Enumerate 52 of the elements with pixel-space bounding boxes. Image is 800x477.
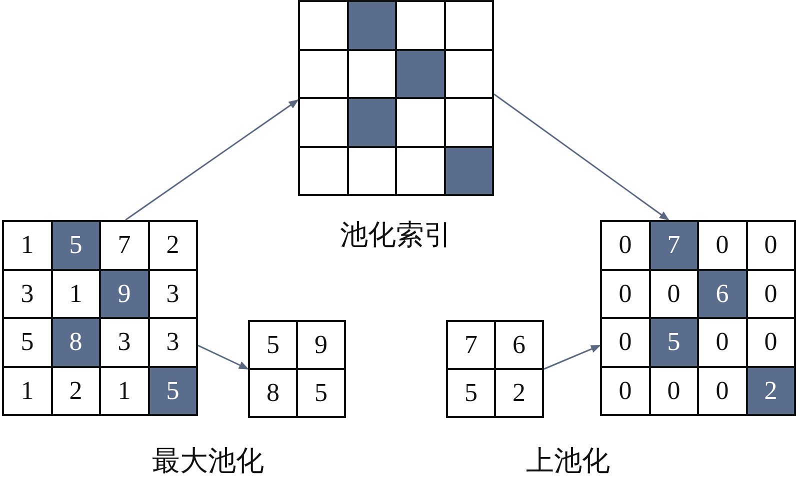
grid-cell: 8 xyxy=(250,370,296,416)
grid-cell: 5 xyxy=(650,319,697,366)
grid-cell: 7 xyxy=(448,322,494,368)
grid-cell: 0 xyxy=(602,319,648,366)
grid-cell: 0 xyxy=(748,319,794,366)
grid-cell: 0 xyxy=(602,368,648,414)
grid-cell: 0 xyxy=(699,319,746,366)
grid-cell: 6 xyxy=(699,270,746,317)
grid-cell: 5 xyxy=(52,222,99,268)
grid-cell: 5 xyxy=(448,370,494,416)
grid-cell: 5 xyxy=(4,319,50,366)
grid-cell: 1 xyxy=(4,368,50,414)
grid-cell: 0 xyxy=(602,270,648,317)
grid-cell: 6 xyxy=(496,322,542,368)
grid-cell: 0 xyxy=(650,270,697,317)
grid-caption: 池化索引 xyxy=(340,219,452,253)
caption-label: 上池化 xyxy=(526,445,610,477)
grid-cell: 0 xyxy=(602,222,648,268)
grid-cell: 5 xyxy=(298,370,344,416)
arrow xyxy=(544,344,601,370)
grid-cell: 1 xyxy=(101,368,148,414)
grid-cell: 3 xyxy=(150,270,196,317)
grid-cell: 3 xyxy=(150,319,196,366)
grid-cell: 0 xyxy=(650,368,697,414)
grid-cell: 2 xyxy=(52,368,99,414)
grid-cell: 0 xyxy=(748,270,794,317)
arrow xyxy=(198,344,249,370)
grid-cell: 5 xyxy=(250,322,296,368)
grid-cell: 7 xyxy=(101,222,148,268)
number-grid xyxy=(600,220,796,416)
grid-cell: 5 xyxy=(150,368,196,414)
grid-cell: 2 xyxy=(496,370,542,416)
grid-cell: 9 xyxy=(101,270,148,317)
grid-cell: 0 xyxy=(748,222,794,268)
grid-cell: 1 xyxy=(52,270,99,317)
grid-cell: 3 xyxy=(101,319,148,366)
grid-cell: 1 xyxy=(4,222,50,268)
number-grid xyxy=(298,0,494,196)
arrow xyxy=(125,99,299,221)
grid-cell: 2 xyxy=(748,368,794,414)
grid-cell: 2 xyxy=(150,222,196,268)
number-grid xyxy=(248,320,346,418)
number-grid xyxy=(446,320,544,418)
number-grid xyxy=(2,220,198,416)
grid-cell: 0 xyxy=(699,222,746,268)
grid-cell: 3 xyxy=(4,270,50,317)
grid-cell: 7 xyxy=(650,222,697,268)
caption-label: 最大池化 xyxy=(152,445,264,477)
arrow xyxy=(494,93,670,221)
grid-cell: 0 xyxy=(699,368,746,414)
grid-cell: 8 xyxy=(52,319,99,366)
grid-cell: 9 xyxy=(298,322,344,368)
